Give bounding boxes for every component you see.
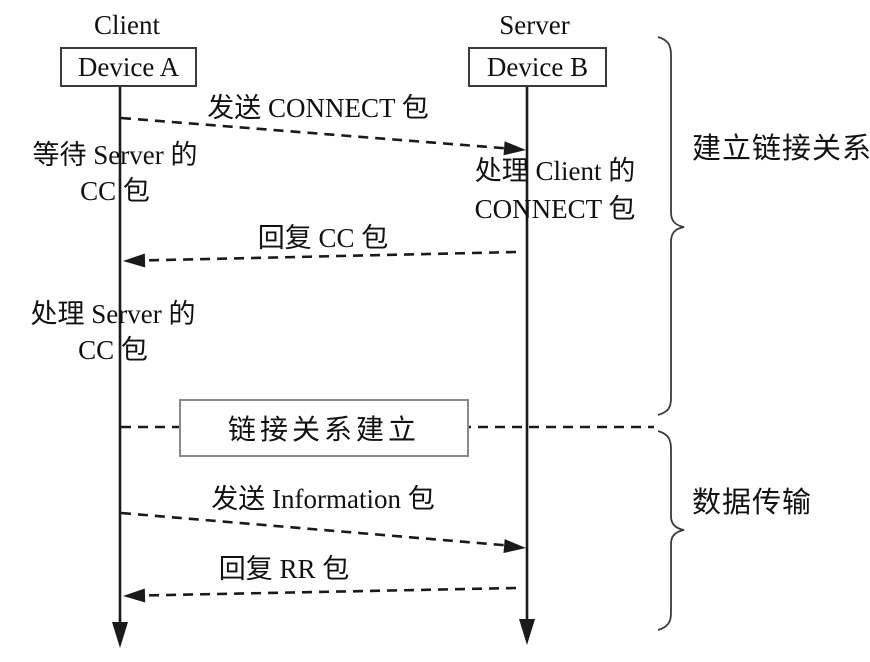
connect-arrowhead	[503, 141, 526, 156]
information-arrow-line	[120, 511, 509, 547]
client-lifeline-arrowhead	[112, 622, 128, 648]
cc-arrowhead	[123, 253, 146, 268]
message-label-rr: 回复 RR 包	[218, 554, 350, 584]
cc-arrow-line	[141, 250, 517, 262]
server-lifeline-arrowhead	[519, 619, 535, 645]
client-device-label: Device A	[77, 51, 180, 82]
note-process-cc-line1: 处理 Server 的	[30, 299, 196, 329]
note-process-connect-line1: 处理 Client 的	[474, 156, 636, 186]
note-wait-cc-line1: 等待 Server 的	[32, 140, 198, 170]
server-device-label: Device B	[486, 51, 589, 82]
phase2-brace	[657, 430, 685, 631]
phase-label-data-transfer: 数据传输	[692, 487, 813, 519]
message-label-cc: 回复 CC 包	[257, 223, 389, 253]
client-device-box: Device A	[60, 47, 197, 87]
server-device-box: Device B	[468, 47, 607, 87]
client-role-title: Client	[94, 10, 160, 40]
connect-arrow-line	[120, 116, 509, 150]
phase1-brace	[657, 36, 685, 416]
message-label-information: 发送 Information 包	[211, 484, 435, 514]
note-process-cc-line2: CC 包	[78, 335, 148, 365]
link-established-label: 链接关系建立	[227, 415, 420, 446]
rr-arrow-line	[141, 586, 517, 597]
link-established-box: 链接关系建立	[179, 399, 469, 457]
message-label-connect: 发送 CONNECT 包	[207, 93, 429, 123]
note-process-connect-line2: CONNECT 包	[474, 194, 636, 224]
note-wait-cc: 等待 Server 的 CC 包	[10, 137, 220, 209]
phase-label-link-setup: 建立链接关系	[692, 133, 870, 165]
information-arrowhead	[503, 539, 526, 554]
note-process-cc: 处理 Server 的 CC 包	[8, 296, 218, 368]
note-process-connect: 处理 Client 的 CONNECT 包	[455, 152, 655, 228]
rr-arrowhead	[123, 588, 146, 603]
note-wait-cc-line2: CC 包	[80, 176, 150, 206]
server-role-title: Server	[499, 10, 570, 40]
